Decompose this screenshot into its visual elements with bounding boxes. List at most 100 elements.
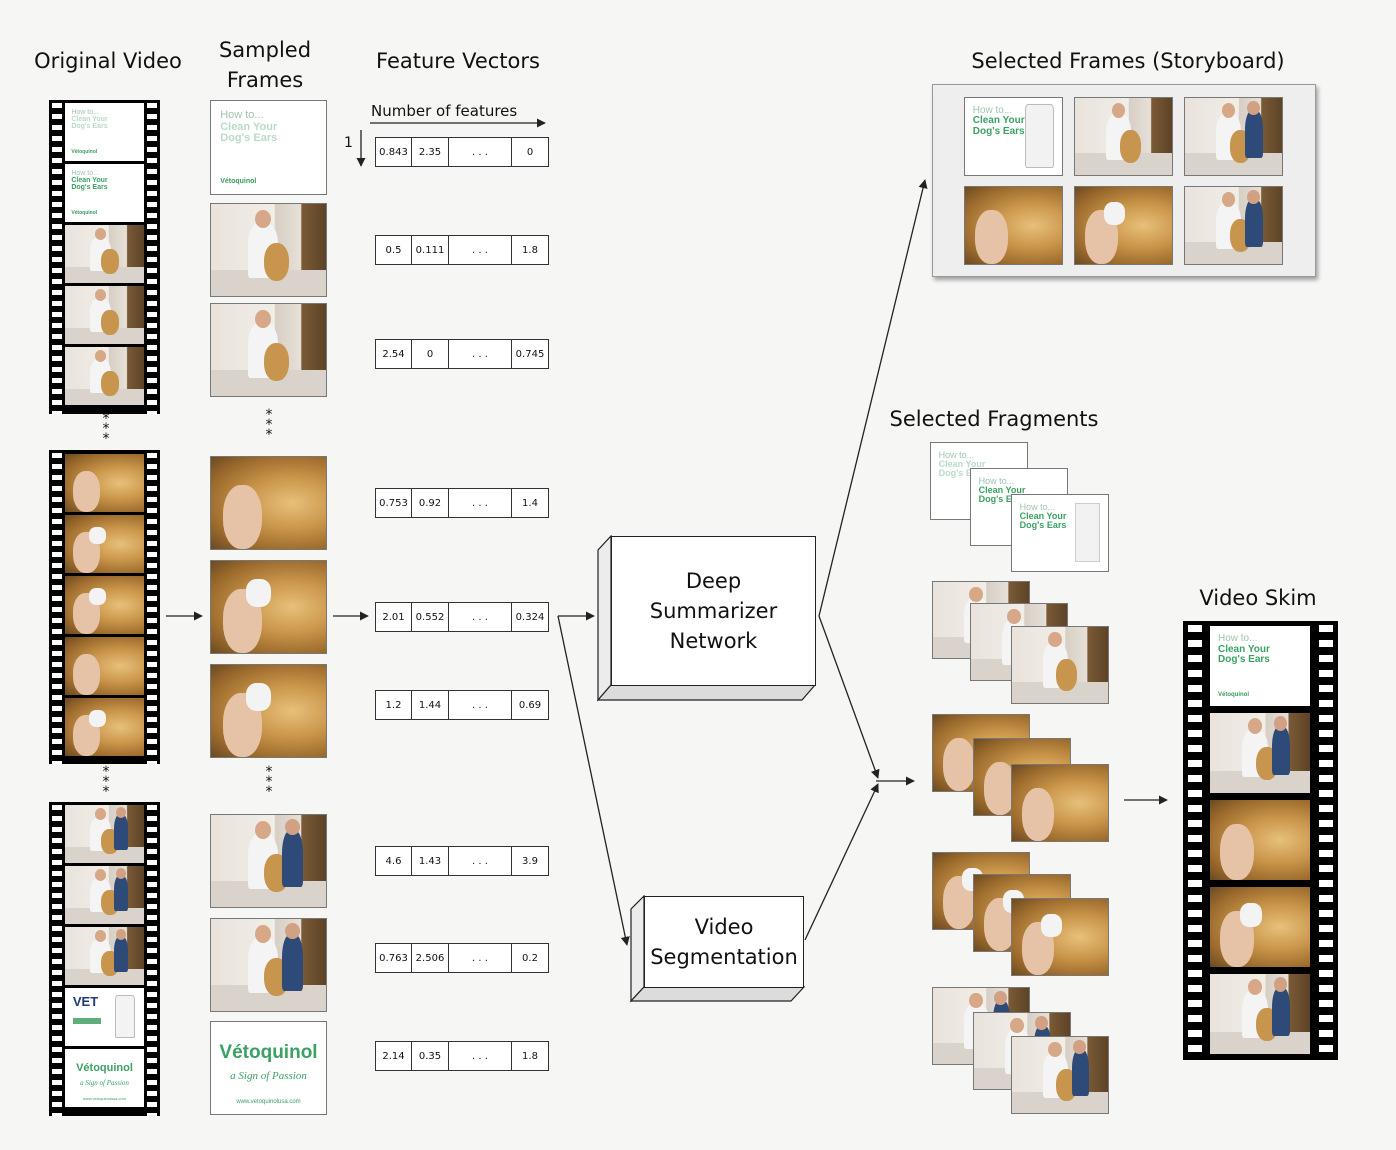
box-3d-edges	[630, 895, 805, 1003]
feature-value-last: 1.8	[511, 1041, 549, 1071]
skim-frame-dog	[1210, 800, 1310, 880]
feature-value-first: 0.843	[375, 137, 412, 167]
feature-value-ellipsis: . . .	[449, 1041, 511, 1071]
film-frame-vet	[65, 866, 144, 924]
feature-value-second: 0.552	[412, 602, 449, 632]
feature-value-last: 1.4	[511, 488, 549, 518]
deep-summarizer-network-box: Deep Summarizer Network	[597, 535, 817, 703]
film-frame-vet	[65, 225, 144, 283]
feature-value-first: 2.14	[375, 1041, 412, 1071]
title-storyboard: Selected Frames (Storyboard)	[971, 49, 1285, 73]
feature-value-second: 1.43	[412, 846, 449, 876]
skim-frame-vet	[1210, 974, 1310, 1054]
film-frame-dog	[65, 454, 144, 512]
feature-value-second: 0.92	[412, 488, 449, 518]
arrow-summarizer-to-merge	[818, 615, 880, 779]
feature-value-first: 4.6	[375, 846, 412, 876]
film-perforations	[147, 100, 157, 414]
feature-value-ellipsis: . . .	[449, 943, 511, 973]
feature-value-second: 1.44	[412, 690, 449, 720]
deep-summarizer-network-label: Deep Summarizer Network	[611, 536, 816, 686]
feature-index-label: 1	[344, 135, 353, 151]
film-frame-dog	[65, 698, 144, 756]
film-frame-dog	[65, 576, 144, 634]
sampled-frame-5	[210, 560, 327, 654]
feature-value-first: 0.5	[375, 235, 412, 265]
feature-value-ellipsis: . . .	[449, 602, 511, 632]
film-perforations	[1319, 621, 1333, 1060]
film-perforations	[52, 100, 62, 414]
skim-frame-vet	[1210, 713, 1310, 793]
film-frame-dog	[65, 637, 144, 695]
feature-axis-label: Number of features	[371, 102, 518, 120]
sampled-frame-9: Vétoquinol a Sign of Passion www.vetoqui…	[210, 1021, 327, 1115]
title-sampled-line2: Frames	[226, 68, 304, 92]
film-frame-vet	[65, 286, 144, 344]
feature-value-last: 0.745	[511, 339, 549, 369]
arrow-segmentation-to-merge	[804, 783, 879, 941]
feature-value-last: 0.2	[511, 943, 549, 973]
original-film-strip-2	[49, 450, 160, 764]
storyboard-frame-dog	[1074, 186, 1173, 265]
video-segmentation-label: Video Segmentation	[644, 896, 804, 988]
storyboard-frame-dog	[964, 186, 1063, 265]
film-frame-end-card: Vétoquinol a Sign of Passion www.vetoqui…	[65, 1049, 144, 1107]
feature-value-ellipsis: . . .	[449, 137, 511, 167]
feature-value-last: 0	[511, 137, 549, 167]
sampled-frame-3	[210, 303, 327, 397]
film-frame-vet	[65, 347, 144, 405]
title-video-skim: Video Skim	[1199, 586, 1317, 610]
title-sampled-frames: Sampled Frames	[205, 35, 325, 95]
film-perforations	[52, 802, 62, 1116]
feature-value-first: 0.753	[375, 488, 412, 518]
feature-value-second: 2.506	[412, 943, 449, 973]
original-film-strip-3: VET Vétoquinol a Sign of Passion www.vet…	[49, 802, 160, 1116]
feature-value-second: 0.35	[412, 1041, 449, 1071]
film-frame-vet	[65, 927, 144, 985]
feature-value-first: 0.763	[375, 943, 412, 973]
storyboard-frame-vet	[1184, 186, 1283, 265]
feature-value-second: 0	[412, 339, 449, 369]
feature-value-ellipsis: . . .	[449, 488, 511, 518]
film-perforations	[147, 450, 157, 764]
fragment-4-frame	[1011, 898, 1109, 976]
fragment-3-frame	[1011, 764, 1109, 842]
sampled-frame-6	[210, 664, 327, 758]
feature-value-first: 2.01	[375, 602, 412, 632]
video-segmentation-box: Video Segmentation	[630, 895, 805, 1003]
ellipsis-marker: ***	[265, 764, 273, 800]
sampled-frame-2	[210, 203, 327, 297]
feature-value-ellipsis: . . .	[449, 690, 511, 720]
film-perforations	[52, 450, 62, 764]
film-frame-bottle: VET	[65, 988, 144, 1046]
film-frame-dog	[65, 515, 144, 573]
feature-value-last: 0.69	[511, 690, 549, 720]
feature-value-last: 0.324	[511, 602, 549, 632]
storyboard-frame-vet	[1074, 97, 1173, 176]
storyboard-frame-vet	[1184, 97, 1283, 176]
sampled-frame-4	[210, 456, 327, 550]
skim-frame-dog	[1210, 887, 1310, 967]
sampled-frame-8	[210, 918, 327, 1012]
feature-value-ellipsis: . . .	[449, 339, 511, 369]
arrow-summarizer-to-storyboard	[818, 179, 928, 617]
feature-value-first: 1.2	[375, 690, 412, 720]
film-frame-vet	[65, 805, 144, 863]
feature-value-first: 2.54	[375, 339, 412, 369]
film-perforations	[1188, 621, 1202, 1060]
